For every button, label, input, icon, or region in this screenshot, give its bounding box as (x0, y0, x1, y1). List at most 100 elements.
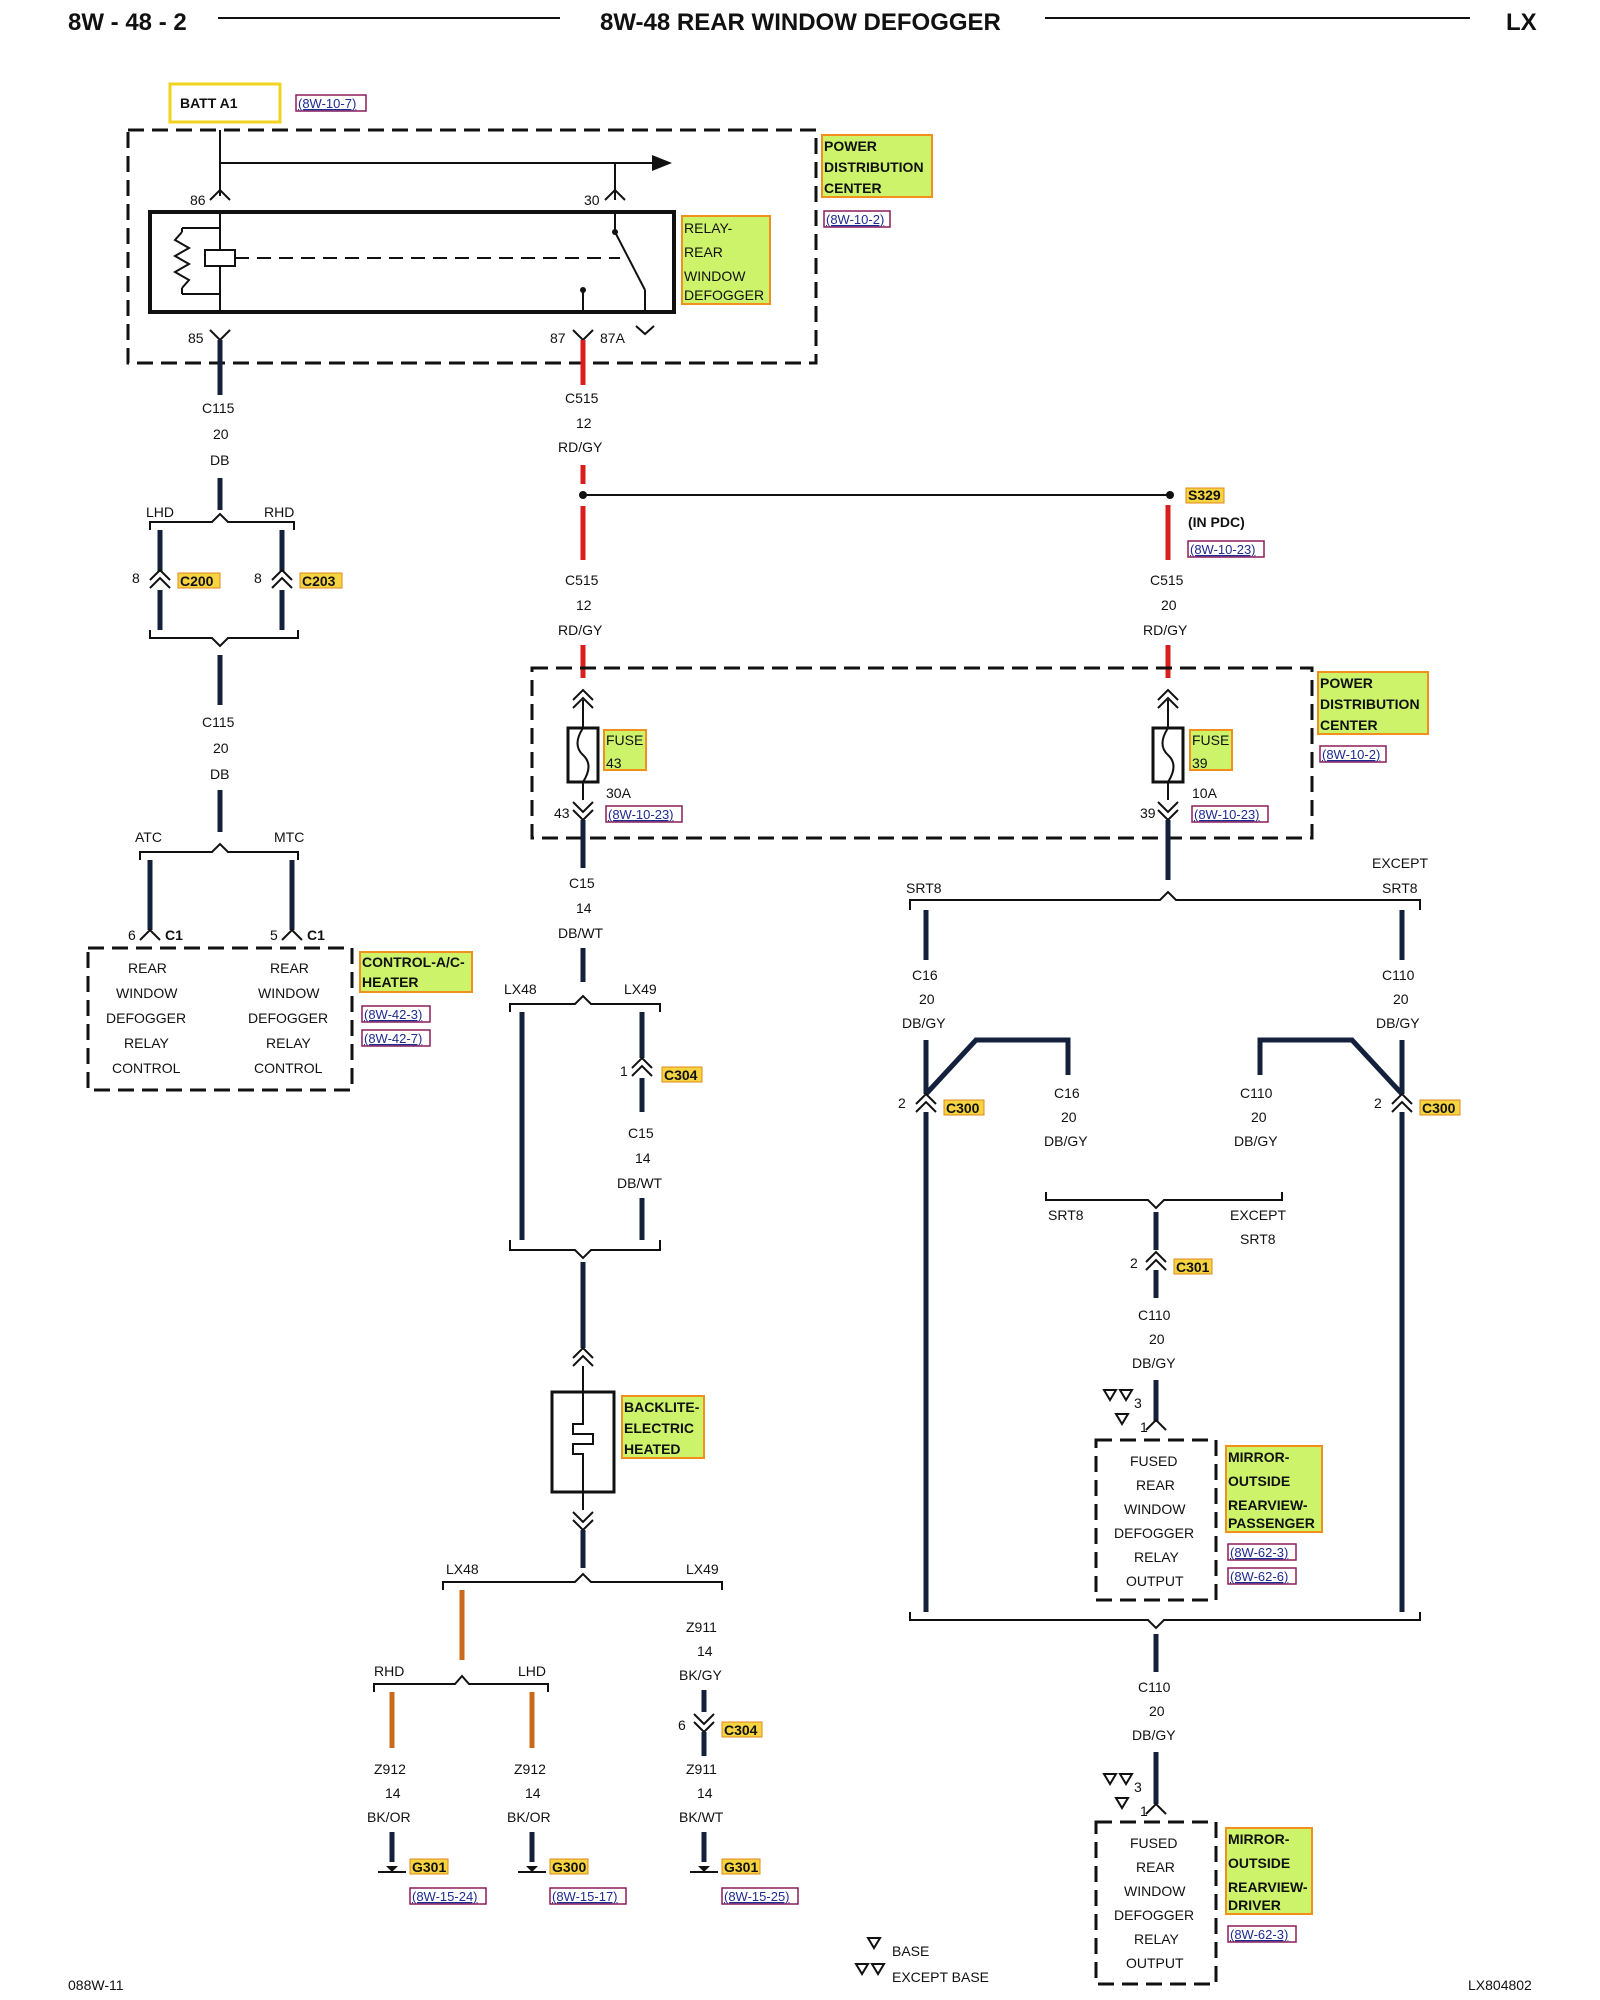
pdc-mid-ref[interactable]: (8W-10-2) (1322, 747, 1380, 762)
model-code: LX (1506, 9, 1537, 36)
pdc-top-outline (126, 128, 818, 365)
control-unit-outline (86, 946, 354, 1092)
c15a-color: DB/WT (558, 925, 604, 941)
bus-arrow (652, 155, 672, 171)
z912a-color: BK/OR (367, 1809, 411, 1825)
c115b-gauge: 20 (213, 740, 229, 756)
svg-text:WINDOW: WINDOW (258, 985, 320, 1001)
base-marker-icon-2 (1102, 1773, 1134, 1810)
c110c-gauge: 20 (1149, 1331, 1165, 1347)
rhd-bottom: RHD (374, 1663, 404, 1679)
fuse39-label-box (1189, 729, 1233, 771)
c300-join-bottom (909, 1612, 1421, 1630)
c203-pin: 8 (254, 570, 262, 586)
relay-label-1: RELAY- (684, 220, 733, 236)
c15b-color: DB/WT (617, 1175, 663, 1191)
c304-top-label: C304 (664, 1067, 698, 1083)
svg-text:DEFOGGER: DEFOGGER (1114, 1907, 1194, 1923)
mirror-driver-ref-1[interactable]: (8W-62-3) (1230, 1927, 1288, 1942)
c203-label: C203 (302, 573, 336, 589)
fuse43-label-2: 43 (606, 755, 622, 771)
c300-right-label: C300 (1422, 1100, 1456, 1116)
srt8-mid: SRT8 (1048, 1207, 1084, 1223)
z911b-color: BK/WT (679, 1809, 724, 1825)
s329-ref[interactable]: (8W-10-23) (1190, 542, 1256, 557)
page-title: 8W-48 REAR WINDOW DEFOGGER (600, 9, 1001, 36)
lx48-top: LX48 (504, 981, 537, 997)
fuse39-ref[interactable]: (8W-10-23) (1194, 807, 1260, 822)
control-left-text: REAR WINDOW DEFOGGER RELAY CONTROL (106, 960, 186, 1076)
control-ref-2[interactable]: (8W-42-7) (364, 1031, 422, 1046)
c16b-color: DB/GY (1044, 1133, 1088, 1149)
svg-text:FUSED: FUSED (1130, 1835, 1177, 1851)
mirror-pass-box-text: FUSED REAR WINDOW DEFOGGER RELAY OUTPUT (1114, 1453, 1194, 1589)
lhd-bottom: LHD (518, 1663, 546, 1679)
c110a-conn: C110 (1382, 967, 1415, 983)
backlite-label-box (621, 1395, 705, 1459)
z912b-conn: Z912 (514, 1761, 546, 1777)
g301b-ref[interactable]: (8W-15-25) (724, 1889, 790, 1904)
z911a-color: BK/GY (679, 1667, 722, 1683)
mirror-pass-ref-1[interactable]: (8W-62-3) (1230, 1545, 1288, 1560)
footer-left-code: 088W-11 (68, 1977, 124, 1993)
batt-ref-box (295, 94, 367, 112)
relay-coil (204, 249, 236, 267)
mirror-driver-label-box (1225, 1827, 1313, 1915)
mtc-label: MTC (274, 829, 304, 845)
c200-label: C200 (180, 573, 214, 589)
c16-jumper-left (924, 1037, 1071, 1096)
c16b-gauge: 20 (1061, 1109, 1077, 1125)
fuse39-amps: 10A (1192, 785, 1218, 801)
c110d-color: DB/GY (1132, 1727, 1176, 1743)
backlite-label-1: BACKLITE- (624, 1399, 700, 1415)
fuse39-pin: 39 (1140, 805, 1156, 821)
c301-label: C301 (1176, 1259, 1210, 1275)
pin87-label: 87 (550, 330, 566, 346)
fuse39-label-1: FUSE (1192, 732, 1229, 748)
svg-text:WINDOW: WINDOW (1124, 1883, 1186, 1899)
relay-body (148, 210, 676, 314)
c110a-color: DB/GY (1376, 1015, 1420, 1031)
lhd-top: LHD (146, 504, 174, 520)
c115a-conn: C115 (202, 400, 235, 416)
pdc-top-ref[interactable]: (8W-10-2) (826, 212, 884, 227)
c15a-gauge: 14 (576, 900, 592, 916)
svg-text:DEFOGGER: DEFOGGER (1114, 1525, 1194, 1541)
mirror-driver-outline (1094, 1820, 1218, 1986)
z912a-conn: Z912 (374, 1761, 406, 1777)
batt-ref[interactable]: (8W-10-7) (298, 96, 356, 111)
except-srt8-top: SRT8 (1382, 880, 1418, 896)
svg-text:CONTROL: CONTROL (254, 1060, 323, 1076)
c1b-pin: 5 (270, 927, 278, 943)
c1a-label: C1 (165, 927, 183, 943)
c515b-color: RD/GY (558, 622, 603, 638)
svg-text:REAR: REAR (1136, 1477, 1175, 1493)
pin85-mark (209, 329, 231, 342)
c15b-conn: C15 (628, 1125, 654, 1141)
srt-split-top (909, 890, 1421, 910)
batt-label: BATT A1 (180, 95, 238, 111)
c300-right-pin: 2 (1374, 1095, 1382, 1111)
c304-top-pin: 1 (620, 1063, 628, 1079)
backlite-grid (572, 1392, 594, 1492)
page-number: 8W - 48 - 2 (68, 9, 187, 36)
pin86-label: 86 (190, 192, 206, 208)
control-right-text: REAR WINDOW DEFOGGER RELAY CONTROL (248, 960, 328, 1076)
g301a-ref[interactable]: (8W-15-24) (412, 1889, 478, 1904)
backlite-label-3: HEATED (624, 1441, 681, 1457)
footer-right-code: LX804802 (1468, 1977, 1532, 1993)
rhd-lhd-split-bottom (373, 1674, 549, 1692)
mirror-driver-label-1: MIRROR- (1228, 1831, 1290, 1847)
mirror-pass-ref-2[interactable]: (8W-62-6) (1230, 1569, 1288, 1584)
pin86-mark (209, 188, 231, 201)
fuse43-ref[interactable]: (8W-10-23) (608, 807, 674, 822)
mirror-pass-pin3: 3 (1134, 1395, 1142, 1411)
svg-text:RELAY: RELAY (124, 1035, 170, 1051)
g300-ref[interactable]: (8W-15-17) (552, 1889, 618, 1904)
mirror-driver-pin3: 3 (1134, 1779, 1142, 1795)
control-ref-1[interactable]: (8W-42-3) (364, 1007, 422, 1022)
c115b-conn: C115 (202, 714, 235, 730)
c110c-conn: C110 (1138, 1307, 1171, 1323)
c304-low-label: C304 (724, 1722, 758, 1738)
